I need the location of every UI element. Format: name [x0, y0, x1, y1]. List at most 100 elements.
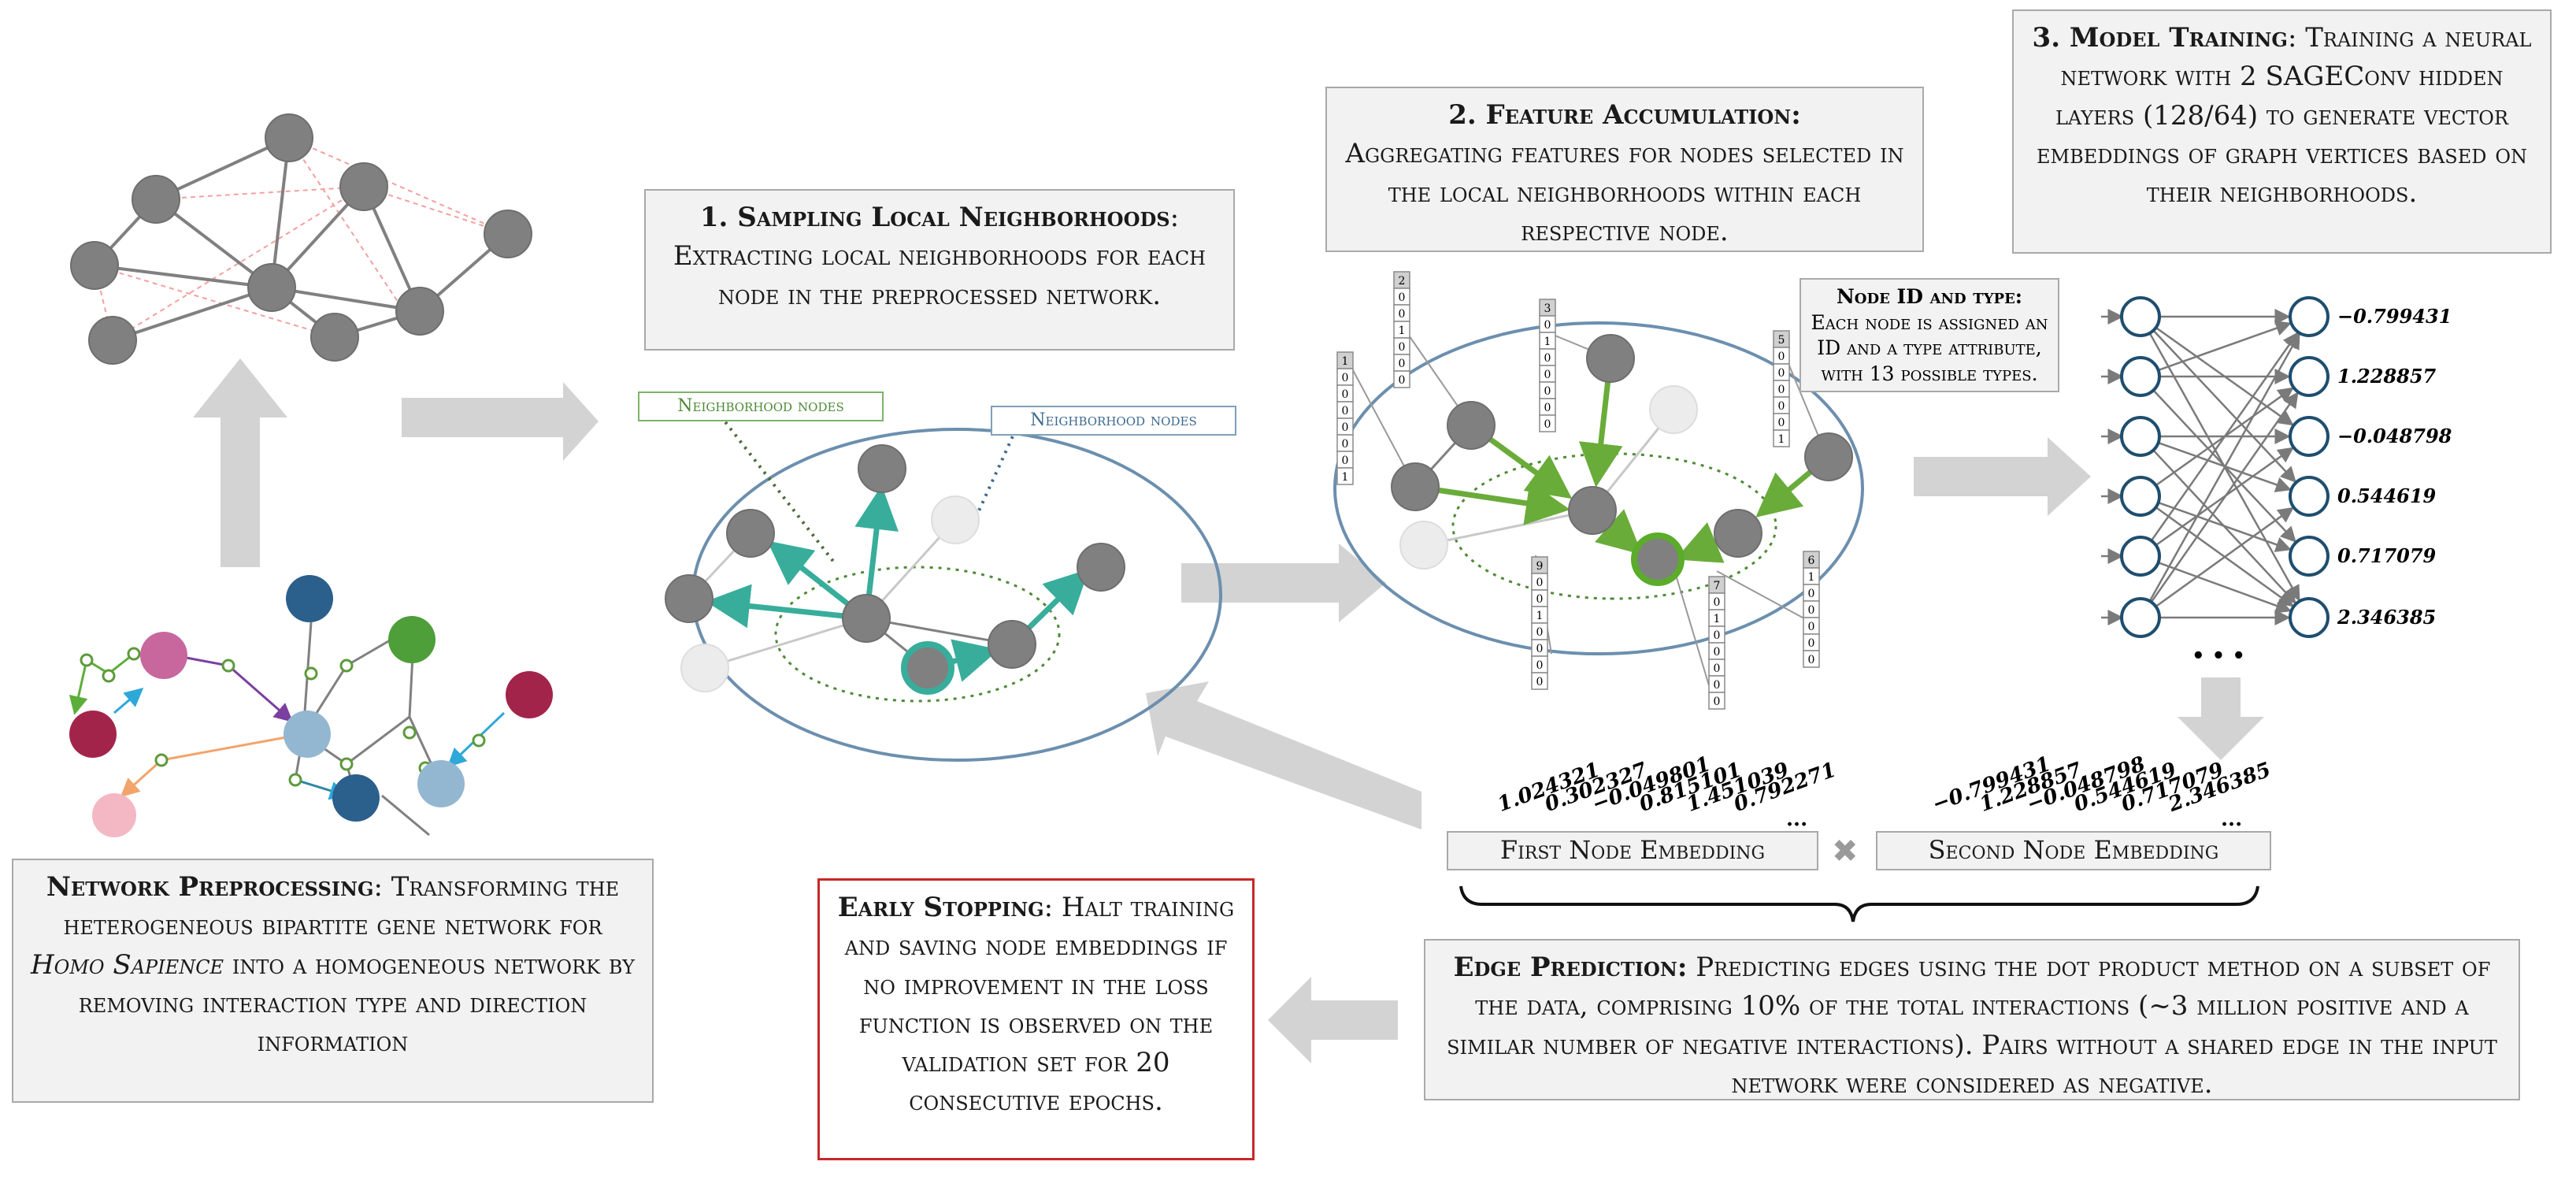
early-stopping-box: Early Stopping: Halt training and saving…	[817, 878, 1255, 1160]
nn-output-value: 1.228857	[2337, 365, 2437, 388]
homogeneous-network	[70, 113, 532, 365]
feature-vector-bit: 0	[1808, 637, 1815, 650]
feature-vector-bit: 0	[1778, 351, 1785, 363]
feature-vector-bit: 0	[1544, 369, 1551, 381]
feature-vector-bit: 0	[1714, 679, 1721, 692]
feature-vector-bit: 0	[1399, 291, 1406, 304]
feature-vector-bit: 0	[1399, 341, 1406, 354]
edge-prediction-box: Edge Prediction: Predicting edges using …	[1424, 939, 2520, 1100]
nn-output-node	[2289, 296, 2330, 337]
embedding-bracket	[1459, 885, 2259, 922]
neighborhood-nodes-tag-green: Neighborhood nodes	[638, 391, 884, 421]
feature-vector-bit: 1	[1808, 571, 1815, 584]
feature-vector-id: 6	[1808, 555, 1815, 567]
neural-network	[2101, 296, 2330, 638]
feature-vector-bit: 0	[1342, 455, 1349, 467]
feature-vector-bit: 0	[1536, 676, 1544, 688]
nn-output-value: 2.346385	[2337, 606, 2437, 629]
feature-vector-bit: 0	[1536, 659, 1544, 672]
second-node-embedding: Second Node Embedding	[1876, 831, 2271, 870]
nn-output-value: −0.799431	[2337, 305, 2452, 328]
model-training-box: 3. Model Training: Training a neural net…	[2012, 9, 2552, 254]
feature-vector-bit: 0	[1808, 654, 1815, 666]
first-node-embedding: First Node Embedding	[1447, 831, 1818, 870]
feature-vector-bit: 1	[1536, 610, 1544, 622]
feature-vector-id: 3	[1544, 302, 1551, 315]
flow-arrow-right-1	[402, 382, 599, 461]
feature-vector-bit: 0	[1544, 418, 1551, 431]
training-text: : Training a neural network with 2 SAGEC…	[2036, 22, 2532, 210]
preprocessing-species: Homo Sapience	[31, 948, 224, 981]
feature-vector-bit: 0	[1399, 308, 1406, 321]
nn-input-node	[2120, 597, 2161, 638]
nn-output-value: 0.544619	[2337, 484, 2437, 507]
feature-vector-id: 2	[1399, 275, 1406, 288]
feature-vector-bit: 0	[1808, 588, 1815, 600]
preprocessing-title: Network Preprocessing	[46, 871, 374, 903]
nn-input-node	[2120, 536, 2161, 577]
node-info-title: Node ID and type:	[1836, 285, 2023, 308]
accumulation-title: 2. Feature Accumulation:	[1448, 99, 1801, 131]
second-embedding-value: ...	[2221, 807, 2243, 831]
nn-output-node	[2289, 597, 2330, 638]
flow-arrow-up	[193, 358, 287, 567]
early-stopping-text: : Halt training and saving node embeddin…	[844, 892, 1235, 1118]
nn-input-node	[2120, 416, 2161, 457]
feature-vector-bit: 0	[1342, 372, 1349, 384]
flow-arrow-left	[1268, 977, 1398, 1063]
feature-vector-id: 5	[1778, 334, 1785, 347]
nn-output-node	[2289, 416, 2330, 457]
feature-vector-bit: 1	[1399, 325, 1406, 337]
training-title: 3. Model Training	[2032, 22, 2288, 54]
nn-output-node	[2289, 536, 2330, 577]
feature-vector-bit: 0	[1714, 629, 1721, 642]
preprocessing-text-b: into a homogeneous network by removing i…	[78, 948, 635, 1059]
feature-vector-bit: 0	[1536, 593, 1544, 606]
feature-vector-bit: 0	[1544, 319, 1551, 332]
feature-vector-bit: 0	[1544, 402, 1551, 414]
feature-vector-bit: 0	[1778, 367, 1785, 380]
feature-vector-bit: 0	[1714, 662, 1721, 675]
feature-vector-bit: 0	[1342, 388, 1349, 401]
feature-vector-bit: 0	[1536, 626, 1544, 639]
feature-vector-bit: 0	[1544, 352, 1551, 365]
nn-ellipsis: • • •	[2192, 644, 2245, 668]
feature-vectors: 1000000120010003010000050000019001000070…	[1336, 271, 1820, 710]
nn-output-node	[2289, 476, 2330, 517]
feature-vector-id: 7	[1714, 580, 1721, 592]
flow-arrow-back-diagonal	[1146, 681, 1421, 829]
feature-vector-6: 6 1 0 0 0 0 0	[1803, 551, 1820, 668]
feature-vector-bit: 0	[1714, 696, 1721, 708]
feature-vector-bit: 0	[1536, 577, 1544, 589]
network-preprocessing-box: Network Preprocessing: Transforming the …	[12, 859, 654, 1103]
flow-arrow-down	[2178, 677, 2264, 760]
feature-vector-bit: 1	[1778, 433, 1785, 446]
node-info-text: Each node is assigned an ID and a type a…	[1811, 310, 2048, 385]
nn-output-node	[2289, 356, 2330, 397]
neighborhood-nodes-tag-blue: Neighborhood nodes	[991, 406, 1236, 436]
feature-vector-bit: 0	[1778, 384, 1785, 396]
edge-prediction-title: Edge Prediction:	[1453, 952, 1688, 983]
feature-vector-bit: 0	[1808, 621, 1815, 633]
preprocessing-text-a: : Transforming the heterogeneous biparti…	[63, 871, 620, 942]
feature-vector-bit: 0	[1342, 405, 1349, 417]
multiply-symbol: ✖	[1832, 833, 1859, 870]
feature-vector-bit: 0	[1808, 604, 1815, 617]
sampling-text: : Extracting local neighborhoods for eac…	[673, 202, 1206, 311]
feature-accumulation-box: 2. Feature Accumulation: Aggregating fea…	[1325, 87, 1924, 252]
nn-output-value: 0.717079	[2337, 544, 2437, 567]
feature-vector-bit: 0	[1399, 374, 1406, 387]
feature-vector-bit: 0	[1342, 421, 1349, 434]
feature-vector-bit: 0	[1714, 596, 1721, 609]
accumulation-graph	[1333, 321, 1864, 686]
early-stopping-title: Early Stopping	[837, 892, 1044, 923]
node-id-type-box: Node ID and type: Each node is assigned …	[1799, 278, 2059, 392]
heterogeneous-network	[69, 575, 553, 837]
feature-vector-bit: 0	[1778, 400, 1785, 413]
flow-arrows	[193, 358, 2264, 1063]
